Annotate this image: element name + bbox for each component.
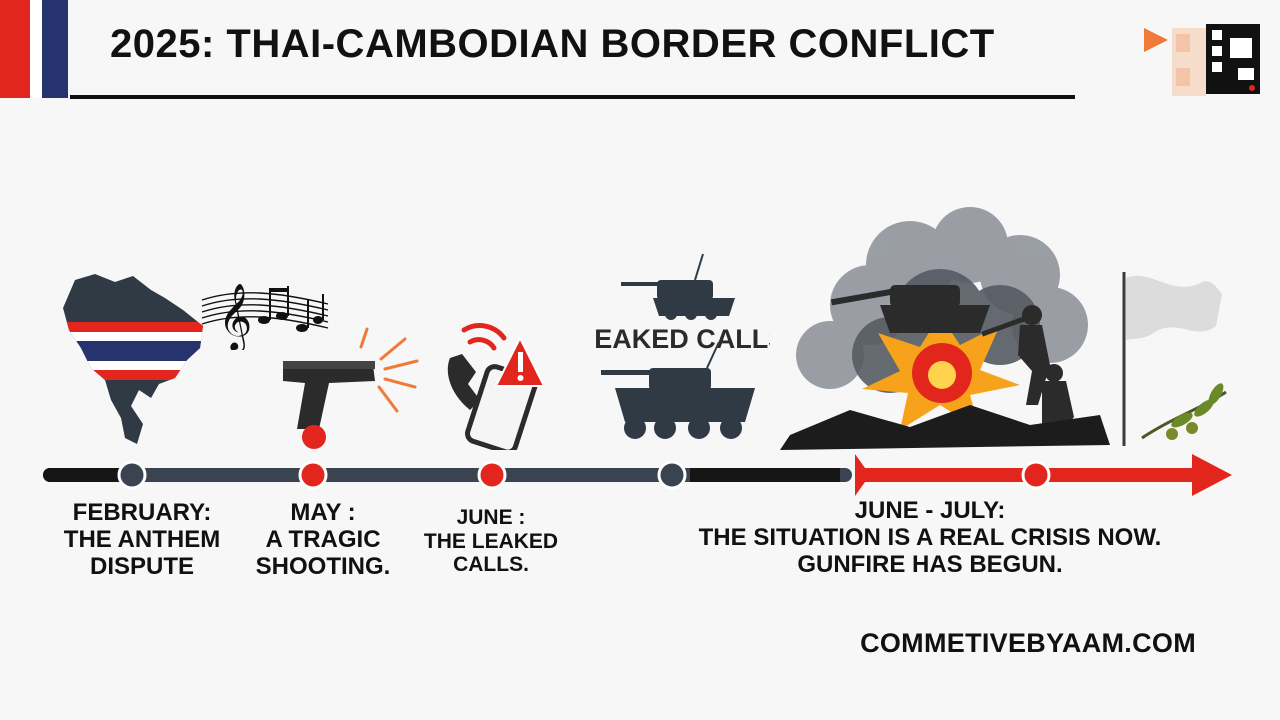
timeline-node-leaked (657, 460, 687, 490)
event-label-june-july: JUNE - JULY: THE SITUATION IS A REAL CRI… (698, 497, 1162, 579)
tank-silhouette-icon (830, 285, 990, 333)
event-text: CALLS. (453, 553, 529, 577)
event-text: A TRAGIC (265, 525, 381, 553)
brand-logo (1144, 24, 1260, 96)
footer-site-url: COMMETIVEBYAAM.COM (860, 628, 1196, 658)
timeline-arrow-end (1192, 454, 1232, 496)
pistol-icon (283, 327, 419, 429)
play-icon (1144, 28, 1168, 52)
event-month: JUNE - JULY: (854, 497, 1006, 524)
white-flag-olive-illustration (1122, 272, 1227, 446)
event-text: THE SITUATION IS A REAL CRISIS NOW. (698, 523, 1162, 551)
tank-large-icon (601, 341, 755, 439)
title-underline (70, 95, 1075, 99)
event-text: THE ANTHEM (63, 525, 221, 553)
timeline-marker-start (855, 454, 870, 496)
may-red-dot (302, 425, 326, 449)
flag-stripe-red (0, 0, 30, 98)
event-label-june: JUNE : THE LEAKED CALLS. (424, 506, 558, 577)
timeline-node-june (477, 460, 507, 490)
flag-stripe-blue (42, 0, 68, 98)
timeline-node-june-july (1021, 460, 1051, 490)
event-text: DISPUTE (89, 552, 194, 580)
flag-stripe-white (30, 0, 42, 98)
phone-alert-icon (447, 323, 546, 450)
tank-small-icon (621, 253, 735, 320)
tanks-leaked-calls-illustration: LEAKED CALLS (595, 253, 770, 439)
page-title: 2025: THAI-CAMBODIAN BORDER CONFLICT (110, 22, 995, 66)
debris-ground (780, 405, 1110, 450)
battle-explosion-illustration (780, 207, 1110, 450)
event-month: JUNE : (456, 506, 526, 529)
thailand-map-illustration (63, 274, 203, 444)
white-flag-icon (1126, 275, 1222, 340)
event-month: MAY : (290, 499, 356, 526)
event-text: SHOOTING. (255, 552, 391, 580)
event-label-february: FEBRUARY: THE ANTHEM DISPUTE (63, 499, 221, 581)
event-label-may: MAY : A TRAGIC SHOOTING. (255, 499, 391, 581)
timeline-node-may (298, 460, 328, 490)
timeline-bar (43, 454, 1232, 496)
timeline-node-february (117, 460, 147, 490)
olive-branch-icon (1141, 383, 1227, 440)
event-text: GUNFIRE HAS BEGUN. (797, 550, 1063, 578)
leaked-calls-caption: LEAKED CALLS (595, 324, 770, 354)
event-month: FEBRUARY: (72, 499, 212, 526)
svg-text:𝄞: 𝄞 (218, 282, 252, 350)
event-text: THE LEAKED (423, 529, 559, 553)
music-notes-icon: 𝄞 (201, 282, 329, 350)
